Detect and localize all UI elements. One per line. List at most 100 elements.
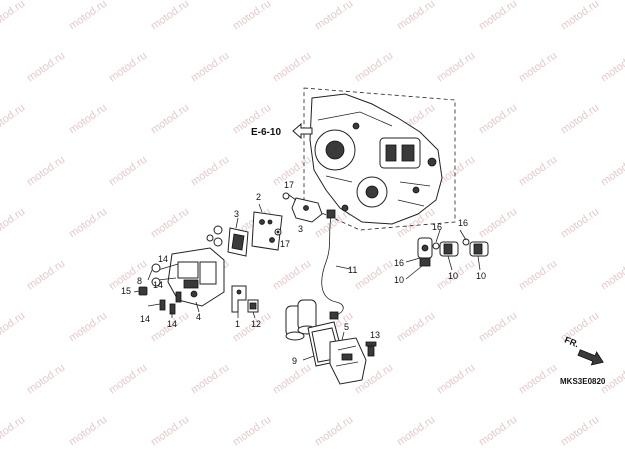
connector-12 xyxy=(247,299,259,313)
watermark-text: motod.ru xyxy=(477,102,519,137)
watermark-text: motod.ru xyxy=(231,0,273,32)
watermark-text: motod.ru xyxy=(25,258,67,293)
clip-17 xyxy=(282,192,290,200)
watermark-text: motod.ru xyxy=(67,102,109,137)
callout-14-b: 14 xyxy=(153,280,163,290)
watermark-text: motod.ru xyxy=(107,154,149,189)
bolt-13 xyxy=(365,341,377,357)
watermark-text: motod.ru xyxy=(477,206,519,241)
watermark-text: motod.ru xyxy=(435,50,477,85)
watermark-text: motod.ru xyxy=(395,414,437,449)
bracket-1 xyxy=(231,285,247,313)
callout-10-c: 10 xyxy=(476,271,486,281)
callout-3-right: 3 xyxy=(298,224,303,234)
watermark-text: motod.ru xyxy=(517,50,559,85)
watermark-text: motod.ru xyxy=(517,258,559,293)
front-label: FR. xyxy=(563,335,580,350)
sensor-10-b xyxy=(432,241,459,257)
callout-4: 4 xyxy=(196,312,201,322)
callout-1: 1 xyxy=(235,319,240,329)
watermark-text: motod.ru xyxy=(189,50,231,85)
watermark-text: motod.ru xyxy=(67,310,109,345)
watermark-text: motod.ru xyxy=(0,206,27,241)
watermark-text: motod.ru xyxy=(67,414,109,449)
watermark-text: motod.ru xyxy=(599,154,625,189)
callout-5: 5 xyxy=(344,322,349,332)
watermark-text: motod.ru xyxy=(271,362,313,397)
watermark-text: motod.ru xyxy=(271,258,313,293)
callout-11: 11 xyxy=(348,265,357,275)
sensor-10-a xyxy=(417,237,433,267)
watermark-text: motod.ru xyxy=(313,414,355,449)
watermark-text: motod.ru xyxy=(599,50,625,85)
watermark-text: motod.ru xyxy=(353,50,395,85)
watermark-text: motod.ru xyxy=(477,310,519,345)
watermark-text: motod.ru xyxy=(231,414,273,449)
watermark-text: motod.ru xyxy=(189,362,231,397)
front-direction-indicator: FR. xyxy=(563,335,604,366)
watermark-text: motod.ru xyxy=(0,310,27,345)
reference-label: E-6-10 xyxy=(251,127,281,138)
watermark-text: motod.ru xyxy=(25,362,67,397)
watermark-text: motod.ru xyxy=(559,102,601,137)
watermark-text: motod.ru xyxy=(477,0,519,32)
watermark-text: motod.ru xyxy=(107,50,149,85)
watermark-text: motod.ru xyxy=(271,50,313,85)
callout-12: 12 xyxy=(251,319,261,329)
callout-10-a: 10 xyxy=(394,275,404,285)
watermark-text: motod.ru xyxy=(477,414,519,449)
callout-13: 13 xyxy=(370,330,380,340)
watermark-text: motod.ru xyxy=(313,0,355,32)
watermark-text: motod.ru xyxy=(67,206,109,241)
watermark-text: motod.ru xyxy=(395,310,437,345)
callout-16-c: 16 xyxy=(458,218,468,228)
engine-case xyxy=(303,87,456,231)
watermark-text: motod.ru xyxy=(25,50,67,85)
clip-17b xyxy=(274,228,282,236)
callout-10-b: 10 xyxy=(448,271,458,281)
actuator-4 xyxy=(151,247,225,307)
o-rings xyxy=(206,225,223,247)
sensor-10-c xyxy=(462,238,489,257)
cable-11 xyxy=(321,209,344,320)
watermark-text: motod.ru xyxy=(107,362,149,397)
callout-14-c: 14 xyxy=(140,314,150,324)
watermark-text: motod.ru xyxy=(0,414,27,449)
watermark-text: motod.ru xyxy=(149,206,191,241)
callout-14-a: 14 xyxy=(158,254,168,264)
watermark-text: motod.ru xyxy=(395,0,437,32)
watermark-text: motod.ru xyxy=(149,102,191,137)
twin-connector xyxy=(285,299,317,341)
watermark-text: motod.ru xyxy=(517,362,559,397)
watermark-text: motod.ru xyxy=(435,362,477,397)
callout-17-a: 17 xyxy=(284,180,294,190)
callout-8: 8 xyxy=(137,276,142,286)
gasket-3 xyxy=(227,227,249,257)
watermark-text: motod.ru xyxy=(517,154,559,189)
callout-16-a: 16 xyxy=(394,258,404,268)
callout-2: 2 xyxy=(256,192,261,202)
watermark-text: motod.ru xyxy=(67,0,109,32)
gasket-plate-3 xyxy=(288,194,323,223)
watermark-text: motod.ru xyxy=(353,258,395,293)
callout-16-b: 16 xyxy=(432,222,442,232)
mount-plate-2 xyxy=(251,211,283,251)
watermark-text: motod.ru xyxy=(149,414,191,449)
watermark-text: motod.ru xyxy=(149,0,191,32)
watermark-text: motod.ru xyxy=(0,0,27,32)
watermark-text: motod.ru xyxy=(189,154,231,189)
watermark-text: motod.ru xyxy=(0,102,27,137)
diagram-code: MKS3E0820 xyxy=(560,377,606,386)
callout-3-left: 3 xyxy=(234,209,239,219)
watermark-text: motod.ru xyxy=(559,0,601,32)
callout-17-b: 17 xyxy=(280,239,290,249)
reference-arrow: E-6-10 xyxy=(251,122,313,140)
callout-numbers: 1 2 3 3 4 5 8 9 10 10 10 11 12 13 14 14 … xyxy=(121,180,486,366)
watermark-text: motod.ru xyxy=(25,154,67,189)
callout-14-d: 14 xyxy=(167,319,177,329)
leader-lines xyxy=(133,203,481,361)
watermark-text: motod.ru xyxy=(599,258,625,293)
watermark-text: motod.ru xyxy=(559,414,601,449)
